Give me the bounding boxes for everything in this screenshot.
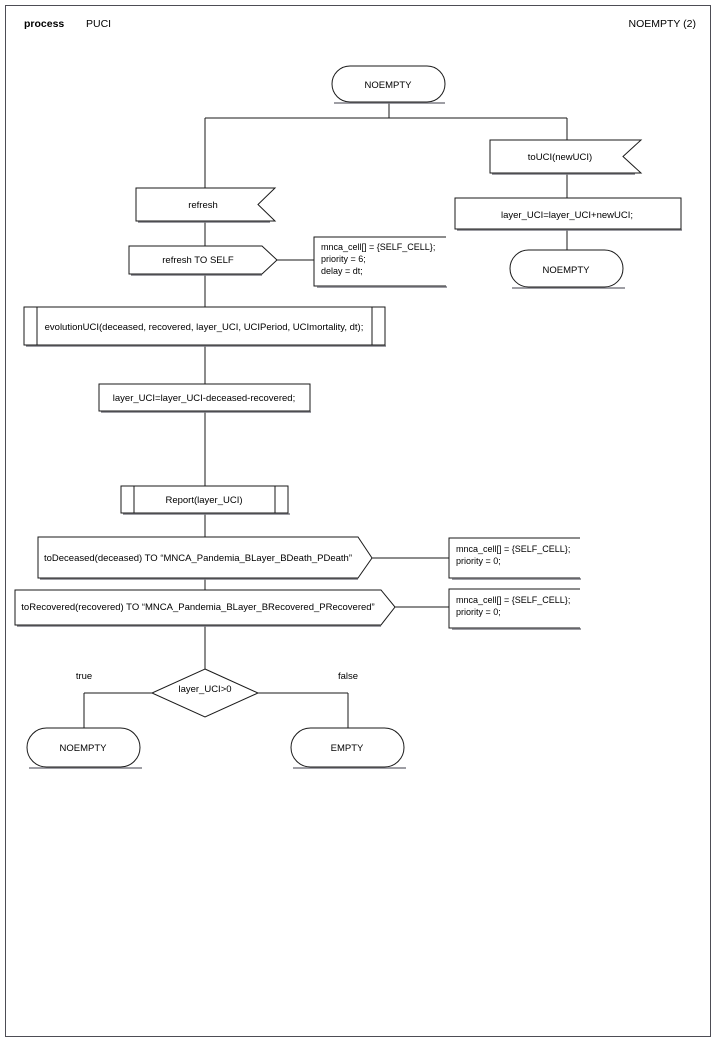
input-to-uci-shape: [489, 139, 643, 174]
procedure-evolution-shape: [23, 306, 386, 346]
comment-to-recovered: mnca_cell[] = {SELF_CELL}; priority = 0;: [448, 588, 581, 630]
header-page-label: NOEMPTY (2): [628, 18, 696, 30]
comment-to-recovered-line-1: mnca_cell[] = {SELF_CELL};: [456, 595, 570, 605]
state-noempty-true[interactable]: NOEMPTY: [26, 727, 142, 769]
task-add[interactable]: layer_UCI=layer_UCI+newUCI;: [454, 197, 682, 231]
output-to-recovered-shape: [14, 589, 396, 626]
decision-layer-uci[interactable]: layer_UCI>0 true false: [76, 668, 358, 718]
comment-to-deceased-line-2: priority = 0;: [456, 556, 501, 566]
comment-to-recovered-shape: [448, 588, 580, 629]
comment-refresh-shape: [313, 236, 446, 287]
state-empty-false-label: EMPTY: [331, 743, 364, 754]
procedure-evolution-label: evolutionUCI(deceased, recovered, layer_…: [45, 322, 364, 333]
input-to-uci[interactable]: toUCI(newUCI): [489, 139, 643, 175]
comment-to-recovered-line-2: priority = 0;: [456, 607, 501, 617]
state-noempty-touci-shape: [509, 249, 624, 288]
branch-true-label: true: [76, 671, 92, 682]
state-noempty-true-label: NOEMPTY: [60, 743, 108, 754]
input-refresh[interactable]: refresh: [135, 187, 277, 223]
task-subtract[interactable]: layer_UCI=layer_UCI-deceased-recovered;: [98, 383, 311, 413]
header-kind-label: process: [24, 18, 65, 30]
state-noempty-true-shape: [26, 727, 141, 768]
procedure-evolution-uci[interactable]: evolutionUCI(deceased, recovered, layer_…: [23, 306, 386, 347]
header-process-name: PUCI: [86, 18, 112, 30]
state-start[interactable]: NOEMPTY: [331, 65, 446, 104]
comment-refresh-line-2: priority = 6;: [321, 254, 366, 264]
procedure-report-shape: [120, 485, 289, 514]
decision-label: layer_UCI>0: [178, 684, 231, 695]
task-subtract-shape: [98, 383, 311, 412]
comment-to-deceased: mnca_cell[] = {SELF_CELL}; priority = 0;: [448, 537, 581, 580]
flow-lines: [83, 102, 568, 728]
comment-refresh-line-1: mnca_cell[] = {SELF_CELL};: [321, 242, 435, 252]
comment-to-deceased-shape: [448, 537, 580, 579]
input-refresh-label: refresh: [188, 200, 218, 211]
input-to-uci-label: toUCI(newUCI): [528, 152, 592, 163]
input-refresh-shape: [135, 187, 277, 222]
state-start-label: NOEMPTY: [365, 80, 413, 91]
procedure-report-label: Report(layer_UCI): [165, 495, 242, 506]
output-to-deceased-shape: [37, 536, 373, 579]
page-border: [5, 5, 711, 1037]
procedure-report[interactable]: Report(layer_UCI): [120, 485, 290, 515]
state-noempty-touci[interactable]: NOEMPTY: [509, 249, 625, 289]
output-to-deceased-label: toDeceased(deceased) TO “MNCA_Pandemia_B…: [44, 553, 352, 564]
branch-false-label: false: [338, 671, 358, 682]
state-noempty-touci-label: NOEMPTY: [543, 265, 591, 276]
output-to-recovered[interactable]: toRecovered(recovered) TO “MNCA_Pandemia…: [14, 589, 396, 627]
comment-refresh-line-3: delay = dt;: [321, 266, 363, 276]
comment-refresh: mnca_cell[] = {SELF_CELL}; priority = 6;…: [313, 236, 447, 288]
state-empty-false[interactable]: EMPTY: [290, 727, 406, 769]
output-refresh-self[interactable]: refresh TO SELF: [128, 245, 278, 276]
output-refresh-self-shape: [128, 245, 278, 275]
comment-to-deceased-line-1: mnca_cell[] = {SELF_CELL};: [456, 544, 570, 554]
output-refresh-self-label: refresh TO SELF: [162, 255, 234, 266]
task-subtract-label: layer_UCI=layer_UCI-deceased-recovered;: [113, 393, 295, 404]
task-add-label: layer_UCI=layer_UCI+newUCI;: [501, 210, 633, 221]
state-start-shape: [331, 65, 446, 103]
output-to-recovered-label: toRecovered(recovered) TO “MNCA_Pandemia…: [21, 602, 374, 613]
task-add-shape: [454, 197, 682, 230]
decision-shape: [150, 668, 260, 718]
state-empty-false-shape: [290, 727, 405, 768]
output-to-deceased[interactable]: toDeceased(deceased) TO “MNCA_Pandemia_B…: [37, 536, 373, 580]
